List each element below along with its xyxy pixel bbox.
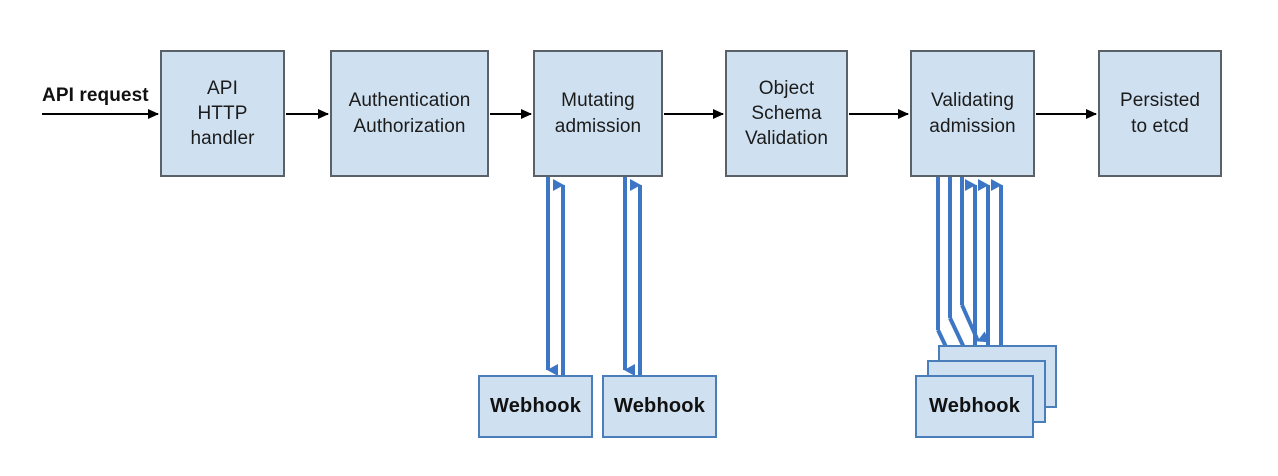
api-request-label: API request	[42, 85, 149, 106]
stage-api-http-handler[interactable]: API HTTP handler	[160, 50, 285, 177]
stage-object-schema-validation[interactable]: Object Schema Validation	[725, 50, 848, 177]
stage-mutating-admission[interactable]: Mutating admission	[533, 50, 663, 177]
stage-label: Validating admission	[929, 90, 1016, 137]
stage-persisted-to-etcd[interactable]: Persisted to etcd	[1098, 50, 1222, 177]
stage-authentication-authorization[interactable]: Authentication Authorization	[330, 50, 489, 177]
webhook-validating-1[interactable]: Webhook	[915, 375, 1034, 438]
webhook-mutating-2[interactable]: Webhook	[602, 375, 717, 438]
stage-validating-admission[interactable]: Validating admission	[910, 50, 1035, 177]
stage-label: Object Schema Validation	[744, 77, 829, 150]
stage-label: API HTTP handler	[190, 77, 255, 150]
call-validating-3-head	[960, 304, 990, 343]
stage-label: Mutating admission	[554, 90, 642, 137]
webhook-mutating-1[interactable]: Webhook	[478, 375, 593, 438]
webhook-label: Webhook	[613, 395, 706, 417]
stage-label: Persisted to etcd	[1119, 90, 1201, 137]
webhook-label: Webhook	[928, 395, 1021, 417]
stage-label: Authentication Authorization	[348, 90, 471, 137]
webhook-label: Webhook	[489, 395, 582, 417]
